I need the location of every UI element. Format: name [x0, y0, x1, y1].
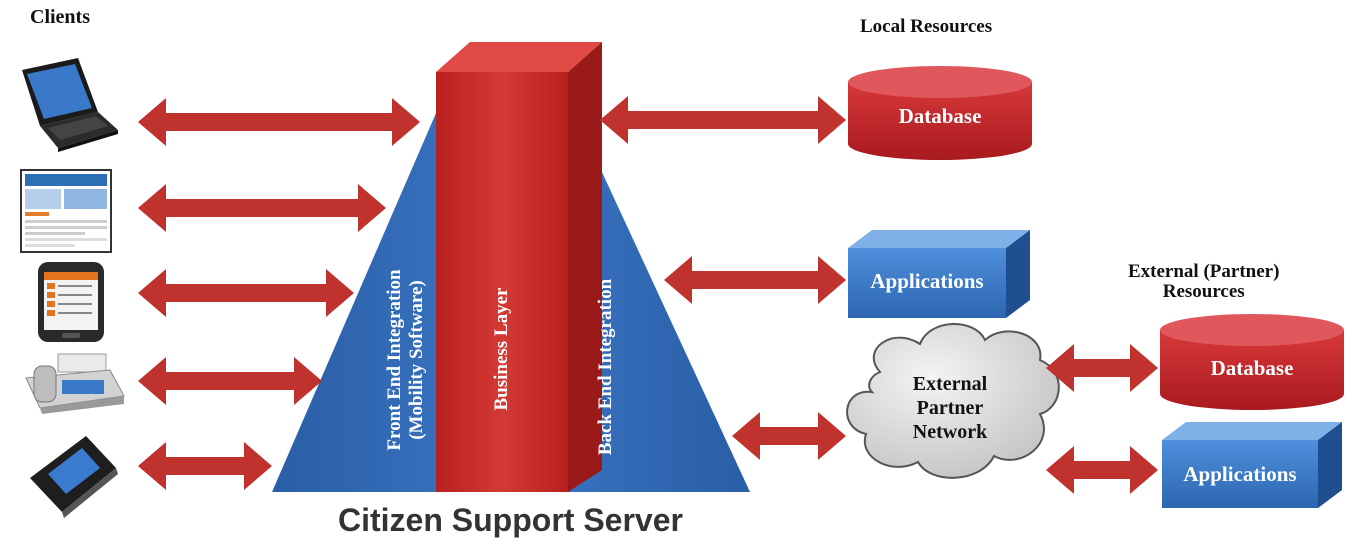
- arrow-external-network: [732, 412, 846, 460]
- network-label-line1: External: [912, 373, 988, 395]
- local-applications-box: [848, 230, 1030, 318]
- front-end-line2: (Mobility Software): [406, 280, 427, 440]
- arrow-laptop: [138, 98, 420, 146]
- external-resources-heading-line2: Resources: [1162, 281, 1245, 302]
- arrow-local-database: [600, 96, 846, 144]
- external-applications-box: [1162, 422, 1342, 508]
- local-applications-label: Applications: [870, 269, 984, 293]
- local-database-label: Database: [898, 104, 982, 128]
- business-layer-label: Business Layer: [491, 287, 512, 411]
- network-label: External Partner Network: [885, 372, 1015, 444]
- front-end-integration-label: Front End Integration (Mobility Software…: [384, 240, 428, 480]
- external-resources-heading-line1: External (Partner): [1128, 261, 1280, 282]
- clients-heading: Clients: [30, 6, 90, 28]
- server-caption: Citizen Support Server: [338, 502, 683, 538]
- network-label-line3: Network: [912, 421, 988, 443]
- local-resources-heading: Local Resources: [860, 16, 993, 37]
- mobile-phone-icon: [30, 436, 118, 518]
- external-partner-network-cloud: [846, 323, 1060, 479]
- front-end-line1: Front End Integration: [384, 269, 405, 451]
- external-database-cylinder: [1160, 314, 1344, 410]
- arrow-external-database: [1046, 344, 1158, 392]
- arrow-local-applications: [664, 256, 846, 304]
- network-label-line2: Partner: [916, 397, 984, 419]
- arrow-mobile: [138, 442, 272, 490]
- back-end-integration-label: Back End Integration: [595, 278, 616, 456]
- laptop-icon: [22, 58, 118, 152]
- arrow-fax: [138, 357, 322, 405]
- business-layer-pillar: [436, 42, 602, 492]
- smartphone-icon: [38, 262, 104, 342]
- external-resources-heading: External (Partner) Resources: [1128, 262, 1279, 302]
- external-database-label: Database: [1210, 356, 1294, 380]
- external-applications-label: Applications: [1183, 462, 1297, 486]
- arrow-website: [138, 184, 386, 232]
- website-icon: [20, 169, 112, 253]
- fax-machine-icon: [25, 353, 125, 414]
- arrow-smartphone: [138, 269, 354, 317]
- arrow-external-applications: [1046, 446, 1158, 494]
- local-database-cylinder: [848, 66, 1032, 160]
